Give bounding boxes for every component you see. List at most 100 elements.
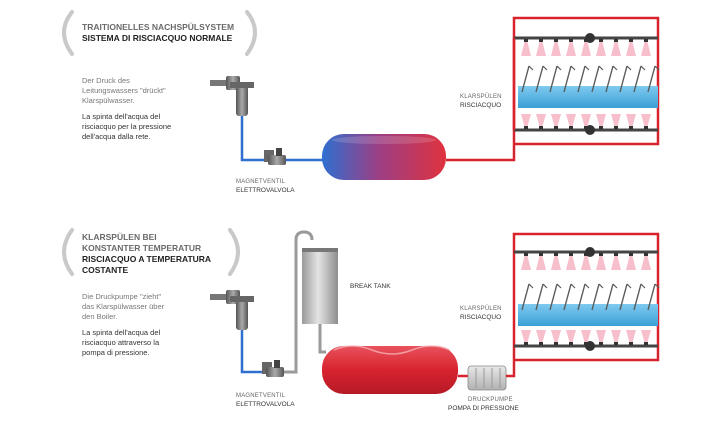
- nozzle: [629, 253, 633, 256]
- nozzle: [599, 126, 603, 129]
- dish-plate: [647, 283, 656, 311]
- section2-valve-label-it: ELETTROVALVOLA: [236, 401, 295, 408]
- nozzle: [539, 39, 543, 42]
- spray-jet: [566, 254, 576, 270]
- title-bracket-right: [228, 228, 240, 276]
- rinse-supply-pipe: [446, 16, 660, 162]
- dish-plate: [521, 65, 530, 93]
- spray-jet: [611, 114, 621, 128]
- nozzle: [524, 342, 528, 345]
- section2-title-it: RISCIACQUO A TEMPERATURA COSTANTE: [82, 254, 212, 275]
- dish-plate: [598, 283, 604, 289]
- nozzle: [614, 342, 618, 345]
- title-bracket-left: [62, 10, 74, 56]
- spray-jet: [611, 254, 621, 270]
- break-tank: [302, 248, 338, 324]
- nozzle: [569, 126, 573, 129]
- pump-label-de: DRUCKPUMPE: [468, 397, 513, 403]
- nozzle: [584, 253, 588, 256]
- nozzle: [599, 253, 603, 256]
- spray-jet: [551, 330, 561, 344]
- dish-plate: [556, 283, 562, 289]
- spray-jet: [536, 330, 546, 344]
- nozzle: [539, 342, 543, 345]
- dish-plate: [542, 283, 548, 289]
- dish-plate: [542, 65, 548, 71]
- dish-plate: [605, 283, 614, 311]
- dish-plate: [563, 65, 572, 93]
- pump-label-it: POMPA DI PRESSIONE: [448, 405, 519, 412]
- dish-plate: [654, 65, 660, 71]
- dish-plate: [521, 283, 530, 311]
- spray-jet: [566, 114, 576, 128]
- title-bracket-right: [245, 10, 257, 56]
- supply-pipe: [240, 330, 264, 374]
- rinse-zone: [518, 304, 658, 326]
- dish-plate: [605, 65, 614, 93]
- nozzle: [524, 39, 528, 42]
- dish-plate: [591, 65, 600, 93]
- section2-title-de: KLARSPÜLEN BEI KONSTANTER TEMPERATUR: [82, 232, 202, 253]
- dish-plate: [528, 283, 534, 289]
- section1-schematic: [210, 16, 660, 180]
- nozzle: [629, 126, 633, 129]
- nozzle: [644, 253, 648, 256]
- dish-rack-lower: [521, 283, 660, 311]
- dish-plate: [570, 283, 576, 289]
- nozzle: [614, 39, 618, 42]
- dish-plate: [598, 65, 604, 71]
- section2-desc-de: Die Druckpumpe "zieht" das Klarspülwasse…: [82, 292, 165, 321]
- title-bracket-left: [62, 228, 74, 276]
- inlet-valve: [210, 76, 254, 116]
- spray-jet: [581, 40, 591, 56]
- spray-jet: [521, 330, 531, 344]
- spray-jet: [611, 330, 621, 344]
- nozzle: [569, 39, 573, 42]
- nozzle: [599, 342, 603, 345]
- nozzle: [584, 342, 588, 345]
- nozzle: [569, 253, 573, 256]
- section1-desc-de: Der Druck des Leitungswassers "drückt" K…: [82, 76, 166, 105]
- spray-jet: [581, 254, 591, 270]
- dish-plate: [612, 65, 618, 71]
- dish-plate: [640, 65, 646, 71]
- nozzle: [569, 342, 573, 345]
- section1-valve-label-it: ELETTROVALVOLA: [236, 187, 295, 194]
- section2-valve-label-de: MAGNETVENTIL: [236, 393, 286, 399]
- dish-plate: [528, 65, 534, 71]
- spray-jet: [641, 330, 651, 344]
- section1-rinse-label-it: RISCIACQUO: [460, 102, 502, 109]
- dish-plate: [633, 65, 642, 93]
- section1-title-de: TRAITIONELLES NACHSPÜLSYSTEM: [82, 22, 235, 32]
- spray-jet: [521, 114, 531, 128]
- spray-jet: [626, 254, 636, 270]
- dish-plate: [563, 283, 572, 311]
- dish-plate: [647, 65, 656, 93]
- nozzle: [524, 126, 528, 129]
- rinse-supply-pipe: [506, 232, 660, 378]
- section2-rinse-label-it: RISCIACQUO: [460, 314, 502, 321]
- nozzle: [629, 342, 633, 345]
- nozzle: [539, 126, 543, 129]
- dish-plate: [626, 283, 632, 289]
- spray-jet: [566, 40, 576, 56]
- break-tank-feed-pipe: [284, 230, 314, 374]
- spray-jet: [581, 114, 591, 128]
- spray-jet: [626, 114, 636, 128]
- nozzle: [644, 39, 648, 42]
- break-tank-outlet-pipe: [318, 324, 326, 354]
- section2-desc-it: La spinta dell'acqua del risciacquo attr…: [82, 328, 161, 357]
- boiler-tank: [322, 345, 458, 394]
- spray-jet: [641, 40, 651, 56]
- nozzle: [644, 342, 648, 345]
- spray-jet: [551, 254, 561, 270]
- spray-jet: [536, 40, 546, 56]
- spray-jet: [611, 40, 621, 56]
- section1-title-it: SISTEMA DI RISCIACQUO NORMALE: [82, 33, 233, 43]
- nozzle: [554, 39, 558, 42]
- dish-plate: [591, 283, 600, 311]
- boiler-tank: [322, 134, 446, 180]
- section2-rinse-label-de: KLARSPÜLEN: [460, 306, 502, 312]
- dish-plate: [577, 283, 586, 311]
- nozzle: [644, 126, 648, 129]
